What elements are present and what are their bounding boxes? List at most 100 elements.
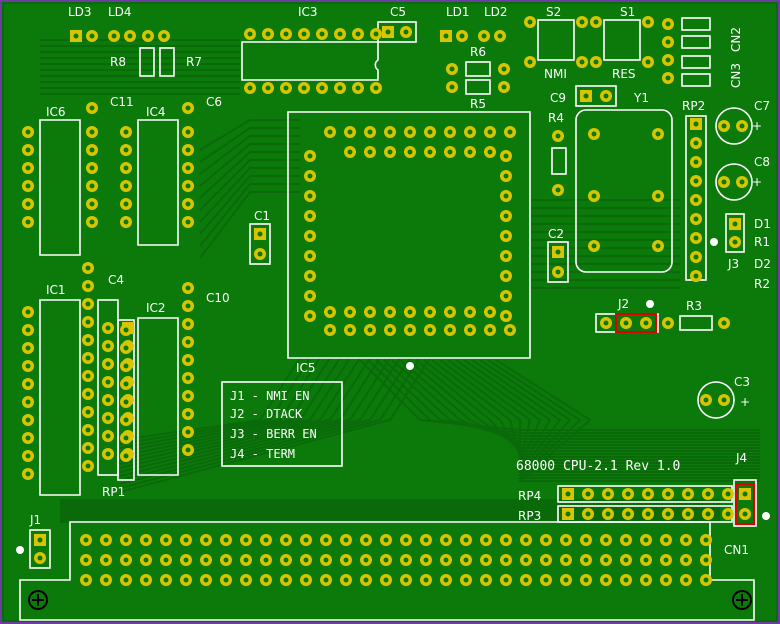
drill-hole — [105, 343, 111, 349]
drill-hole — [655, 193, 661, 199]
drill-hole — [123, 147, 129, 153]
drill-hole — [423, 537, 429, 543]
drill-hole — [25, 345, 31, 351]
drill-hole — [483, 537, 489, 543]
drill-hole — [103, 557, 109, 563]
legend-line: J1 - NMI EN — [230, 389, 309, 403]
drill-hole — [507, 327, 513, 333]
drill-hole — [487, 129, 493, 135]
drill-hole — [185, 105, 191, 111]
drill-hole — [527, 59, 533, 65]
drill-hole — [307, 233, 313, 239]
drill-hole — [367, 327, 373, 333]
board-title: 68000 CPU-2.1 Rev 1.0 — [516, 459, 680, 474]
drill-hole — [183, 577, 189, 583]
drill-hole — [319, 31, 325, 37]
trace — [455, 359, 760, 467]
label-j2: J2 — [617, 297, 629, 311]
drill-hole — [25, 165, 31, 171]
drill-hole — [645, 19, 651, 25]
drill-hole — [481, 33, 487, 39]
drill-hole — [503, 313, 509, 319]
drill-hole — [163, 577, 169, 583]
drill-hole — [407, 309, 413, 315]
drill-hole — [347, 327, 353, 333]
drill-hole — [693, 178, 699, 184]
drill-hole — [443, 577, 449, 583]
drill-hole — [337, 85, 343, 91]
drill-hole — [387, 149, 393, 155]
trace — [415, 359, 760, 452]
trace — [199, 143, 300, 187]
drill-hole — [25, 471, 31, 477]
drill-hole — [683, 537, 689, 543]
trace — [423, 359, 760, 455]
label-ic2: IC2 — [146, 301, 166, 315]
j4-jumper-highlight — [735, 483, 755, 525]
drill-hole — [665, 491, 671, 497]
drill-hole — [25, 327, 31, 333]
trace — [119, 357, 341, 457]
drill-hole — [367, 309, 373, 315]
drill-hole — [123, 183, 129, 189]
label-j4: J4 — [735, 451, 747, 465]
drill-hole — [123, 219, 129, 225]
drill-hole — [427, 309, 433, 315]
drill-hole — [742, 511, 748, 517]
drill-hole — [467, 309, 473, 315]
label-c8: C8 — [754, 155, 770, 169]
pin1-marker — [646, 300, 654, 308]
drill-hole — [323, 557, 329, 563]
label-ld4: LD4 — [108, 5, 132, 19]
trace — [119, 357, 391, 477]
drill-hole — [563, 577, 569, 583]
label-c2: C2 — [548, 227, 564, 241]
label-ld3: LD3 — [68, 5, 92, 19]
trace — [487, 359, 760, 479]
trace — [407, 359, 760, 449]
drill-hole — [223, 537, 229, 543]
drill-hole — [603, 93, 609, 99]
drill-hole — [303, 557, 309, 563]
drill-hole — [89, 147, 95, 153]
drill-hole — [89, 183, 95, 189]
drill-hole — [185, 183, 191, 189]
pin1-marker — [710, 238, 718, 246]
drill-hole — [643, 320, 649, 326]
drill-hole — [447, 309, 453, 315]
drill-hole — [527, 19, 533, 25]
drill-hole — [503, 213, 509, 219]
drill-hole — [123, 201, 129, 207]
drill-hole — [503, 537, 509, 543]
label-r8: R8 — [110, 55, 126, 69]
drill-hole — [387, 327, 393, 333]
trace — [199, 135, 300, 175]
pin1-marker — [762, 512, 770, 520]
drill-hole — [645, 491, 651, 497]
mounting-hole — [732, 590, 752, 610]
drill-hole — [623, 537, 629, 543]
label-r5: R5 — [470, 97, 486, 111]
plus-sign: + — [740, 395, 750, 409]
drill-hole — [373, 31, 379, 37]
drill-hole — [203, 577, 209, 583]
drill-hole — [307, 173, 313, 179]
drill-hole — [127, 33, 133, 39]
drill-hole — [111, 33, 117, 39]
drill-hole — [25, 147, 31, 153]
drill-hole — [185, 447, 191, 453]
label-r1: R1 — [754, 235, 770, 249]
drill-hole — [89, 165, 95, 171]
drill-hole — [523, 557, 529, 563]
drill-hole — [243, 537, 249, 543]
drill-hole — [725, 511, 731, 517]
drill-hole — [355, 31, 361, 37]
label-cn1: CN1 — [724, 543, 749, 557]
drill-hole — [467, 149, 473, 155]
drill-hole — [579, 59, 585, 65]
drill-hole — [307, 153, 313, 159]
label-ic3: IC3 — [298, 5, 318, 19]
label-c4: C4 — [108, 273, 124, 287]
drill-hole — [543, 537, 549, 543]
drill-hole — [105, 379, 111, 385]
